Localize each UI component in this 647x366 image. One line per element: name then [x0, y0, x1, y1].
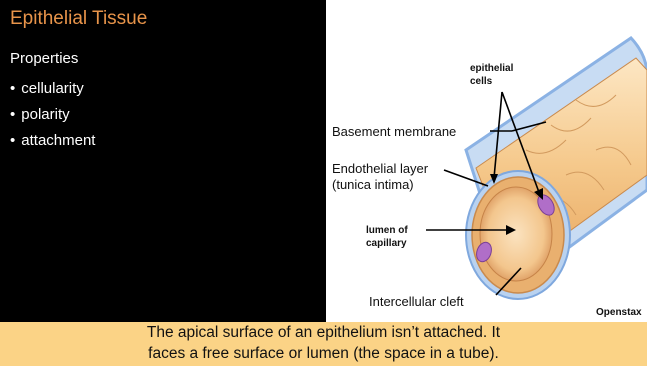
label-intercellular-cleft: Intercellular cleft [369, 294, 464, 309]
bullet-polarity: polarity [21, 106, 69, 123]
properties-list: • cellularity • polarity • attachment [10, 76, 95, 154]
capillary-figure: epithelial cells Basement membrane Endot… [326, 0, 647, 322]
label-epithelial-cells: epithelial cells [470, 62, 513, 88]
slide-text-panel: Epithelial Tissue Properties • cellularit… [0, 0, 326, 322]
bullet-cellularity: cellularity [21, 80, 84, 97]
caption-line-1: The apical surface of an epithelium isn’… [0, 324, 647, 342]
slide-title: Epithelial Tissue [10, 8, 147, 30]
label-lumen: lumen of capillary [366, 224, 408, 250]
bullet-icon: • [10, 106, 15, 123]
list-item: • polarity [10, 102, 95, 128]
list-item: • cellularity [10, 76, 95, 102]
label-basement-membrane: Basement membrane [332, 124, 456, 139]
list-item: • attachment [10, 128, 95, 154]
properties-heading: Properties [10, 50, 78, 67]
bullet-icon: • [10, 80, 15, 97]
bullet-icon: • [10, 132, 15, 149]
caption-banner: The apical surface of an epithelium isn’… [0, 322, 647, 366]
label-endothelial-layer: Endothelial layer (tunica intima) [332, 161, 428, 193]
caption-line-2: faces a free surface or lumen (the space… [0, 345, 647, 363]
bullet-attachment: attachment [21, 132, 95, 149]
image-credit: Openstax [596, 307, 642, 318]
